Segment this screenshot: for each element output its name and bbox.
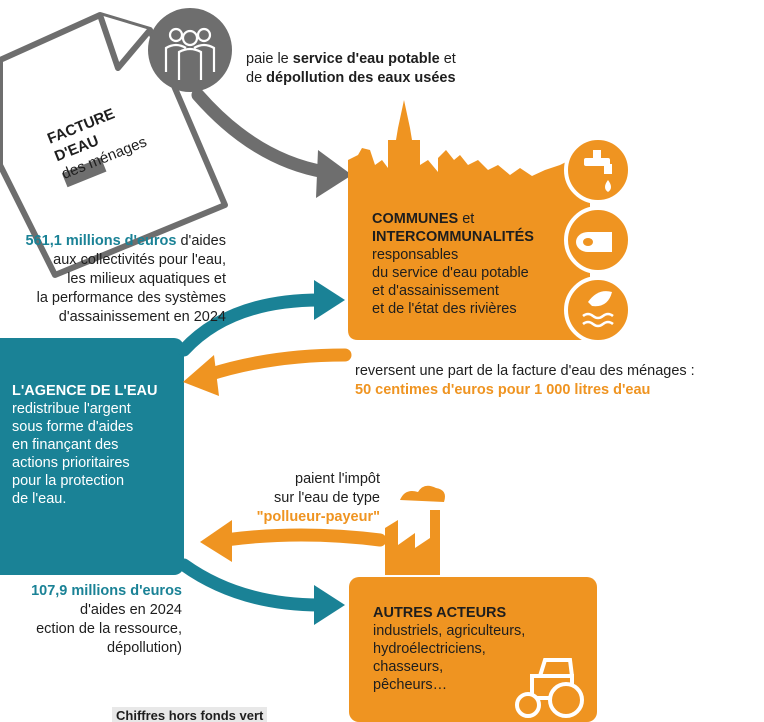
agence-line: sous forme d'aides [12,419,134,435]
communes-shape [348,100,590,340]
leaf-water-icon [564,276,632,344]
top-note-text: paie le [246,51,293,67]
autres-line: industriels, agriculteurs, [373,623,526,639]
pipe-icon [564,206,632,274]
orange-arrow-bottom [200,520,387,562]
reversement-text: reversent une part de la facture d'eau d… [355,363,695,379]
teal-arrow-top [177,280,345,357]
reversement: reversent une part de la facture d'eau d… [355,362,695,400]
top-note-text: et [439,51,456,67]
communes-desc: et d'assainissement [372,283,499,299]
aides-text: les milieux aquatiques et [67,271,226,287]
aides-autres-text: ection de la ressource, [36,621,182,637]
agence-line: pour la protection [12,473,125,489]
impot-highlight: "pollueur-payeur" [256,509,380,525]
aides-text: d'aides [176,233,226,249]
aides-autres-text: d'aides en 2024 [80,602,182,618]
communes-desc: et de l'état des rivières [372,301,517,317]
agence-title: L'AGENCE DE L'EAU [12,383,158,399]
people-icon [148,8,232,92]
autres-line: pêcheurs… [373,677,448,693]
autres-box [349,577,597,722]
communes-text: COMMUNES et INTERCOMMUNALITÉS responsabl… [372,210,534,318]
orange-arrow-top [183,348,352,396]
agence-line: redistribue l'argent [12,401,131,417]
autres-line: chasseurs, [373,659,444,675]
top-note-text: de [246,70,267,86]
aides-autres-text: dépollution) [107,640,182,656]
communes-title-suffix: et [458,211,475,227]
top-note-bold: dépollution des eaux usées [266,70,456,86]
aides-text: la performance des systèmes [36,290,226,306]
tractor-icon [515,658,584,718]
agence-line: de l'eau. [12,491,67,507]
aides-collectivites: 561,1 millions d'euros d'aides aux colle… [0,232,226,327]
top-note: paie le service d'eau potable et de dépo… [246,50,456,88]
communes-desc: du service d'eau potable [372,265,529,281]
top-note-bold: service d'eau potable [292,51,440,67]
autres-title: AUTRES ACTEURS [373,605,507,621]
impot-text: sur l'eau de type [274,490,380,506]
agence-box [0,338,184,575]
impot-text: paient l'impôt [295,471,380,487]
reversement-amount: 50 centimes d'euros pour 1 000 litres d'… [355,382,651,398]
footer-note: Chiffres hors fonds vert [112,707,268,722]
communes-title-2: INTERCOMMUNALITÉS [372,229,534,245]
aides-amount: 561,1 millions d'euros [25,233,177,249]
communes-title: COMMUNES [372,211,459,227]
grey-arrow [191,88,352,198]
aides-text: d'assainissement en 2024 [58,309,226,325]
teal-arrow-bottom [177,558,345,625]
aides-text: aux collectivités pour l'eau, [53,252,226,268]
factory-icon [385,485,445,575]
agence-line: en finançant des [12,437,119,453]
communes-desc: responsables [372,247,459,263]
autres-line: hydroélectriciens, [373,641,486,657]
aides-autres-amount: 107,9 millions d'euros [31,583,182,599]
tap-icon [564,136,632,204]
agence-line: actions prioritaires [12,455,130,471]
autres-text: AUTRES ACTEURS industriels, agriculteurs… [373,604,525,694]
impot-note: paient l'impôt sur l'eau de type "pollue… [230,470,380,527]
footer-note-text: Chiffres hors fonds vert [116,708,264,722]
aides-autres: 107,9 millions d'euros d'aides en 2024 e… [0,582,182,658]
agence-text: L'AGENCE DE L'EAU redistribue l'argent s… [12,382,157,508]
